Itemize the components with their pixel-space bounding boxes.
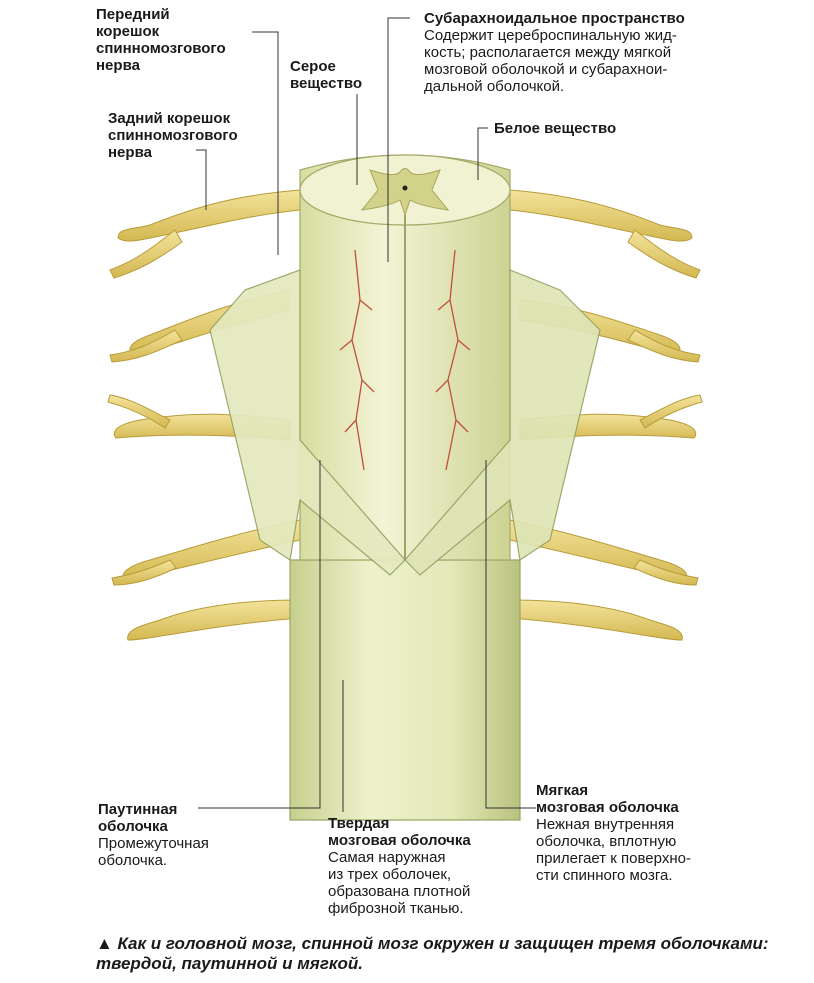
- pia-title: Мягкая мозговая оболочка: [536, 782, 679, 816]
- subarachnoid-title: Субарахноидальное пространство: [424, 10, 685, 27]
- label-white-matter: Белое вещество: [494, 120, 616, 137]
- gray-matter-title: Серое вещество: [290, 58, 363, 92]
- subarachnoid-desc: Содержит цереброспинальную жид- кость; р…: [424, 27, 677, 95]
- anterior-root-title: Передний корешок спинномозгового нерва: [96, 6, 226, 74]
- label-gray-matter: Серое вещество: [290, 58, 362, 92]
- label-dura-mater: Твердая мозговая оболочка Самая наружная…: [328, 815, 471, 917]
- arachnoid-mater-right: [404, 269, 601, 576]
- white-matter-title: Белое вещество: [494, 120, 617, 137]
- figure-caption: ▲ Как и головной мозг, спинной мозг окру…: [96, 934, 769, 973]
- label-arachnoid: Паутинная оболочка Промежуточная оболочк…: [98, 801, 209, 869]
- dura-desc: Самая наружная из трех оболочек, образов…: [328, 849, 471, 917]
- label-posterior-root: Задний корешок спинномозгового нерва: [108, 110, 238, 161]
- blood-vessels: [339, 249, 471, 471]
- label-anterior-root: Передний корешок спинномозгового нерва: [96, 6, 226, 74]
- arachnoid-mater-left: [209, 269, 406, 576]
- dura-title: Твердая мозговая оболочка: [328, 815, 471, 849]
- posterior-root-title: Задний корешок спинномозгового нерва: [108, 110, 238, 161]
- arachnoid-desc: Промежуточная оболочка.: [98, 835, 209, 869]
- pia-desc: Нежная внутренняя оболочка, вплотную при…: [536, 816, 691, 884]
- gray-matter: [360, 168, 450, 217]
- arachnoid-title: Паутинная оболочка: [98, 801, 178, 835]
- label-pia-mater: Мягкая мозговая оболочка Нежная внутренн…: [536, 782, 691, 884]
- central-canal: [402, 185, 408, 191]
- label-subarachnoid-space: Субарахноидальное пространство Содержит …: [424, 10, 685, 95]
- leader-lines: [196, 17, 536, 812]
